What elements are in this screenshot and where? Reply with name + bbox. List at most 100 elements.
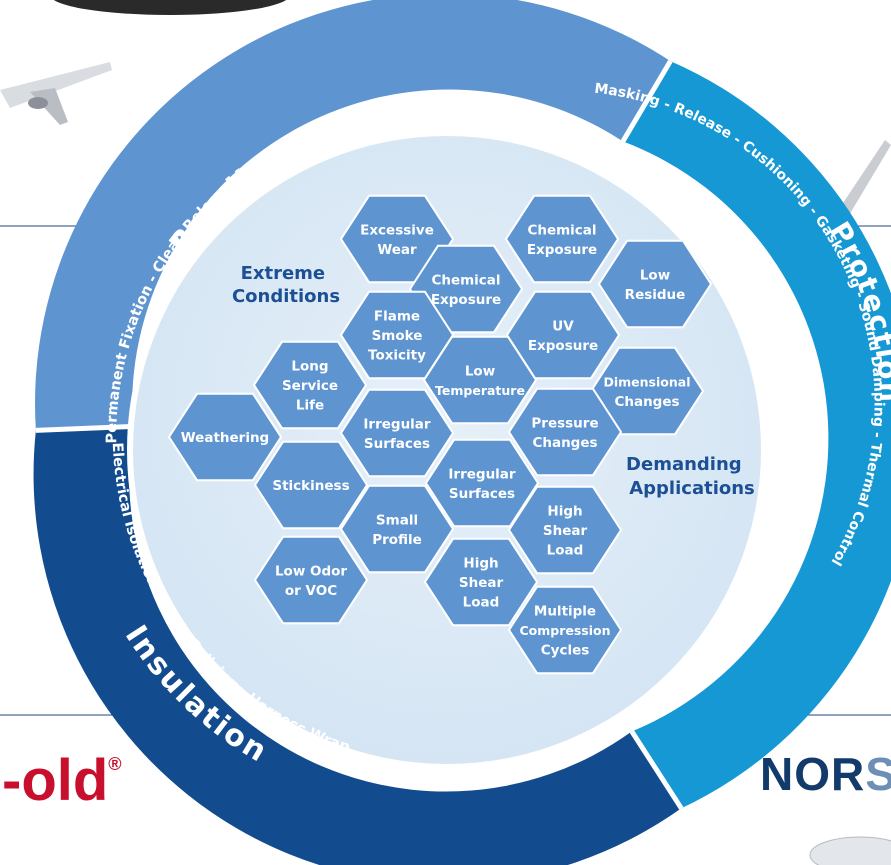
hexagon-label-line: Chemical — [431, 272, 500, 288]
hexagon-label: UV Exposure — [528, 318, 598, 354]
insulation-segment — [33, 426, 682, 865]
hexagon-label-line: Residue — [625, 287, 686, 303]
hexagon-label-line: Exposure — [528, 338, 598, 354]
hexagon-low-odor-voc: Low Odor or VOC — [253, 535, 369, 625]
hexagon-label: Weathering — [181, 430, 269, 446]
hexagon-label-line: Excessive — [360, 222, 434, 238]
hexagon-label-line: Temperature — [435, 383, 525, 398]
hexagon-label-line: Small — [376, 512, 418, 528]
bonding-segment — [35, 0, 671, 431]
hexagon-label-line: Flame — [374, 309, 420, 325]
hexagon-shape — [422, 335, 538, 425]
hexagon-label-line: Changes — [532, 435, 597, 451]
protection-segment — [622, 61, 891, 809]
hexagon-shape — [339, 388, 455, 478]
hexagon-shape — [167, 392, 283, 482]
tire-image — [53, 0, 287, 15]
hexagon-label-line: or VOC — [285, 583, 337, 599]
hexagon-label-line: Chemical — [527, 222, 596, 238]
hexagon-label-line: Service — [282, 378, 338, 394]
hexagon-label-line: Smoke — [372, 328, 423, 344]
hexagon-shape — [504, 194, 620, 284]
hexagon-shape — [253, 440, 369, 530]
hexagon-shape — [505, 290, 621, 380]
hexagon-label-line: Multiple — [534, 604, 596, 620]
hexagon-shape — [252, 340, 368, 430]
extreme-conditions-label: Extreme Conditions — [232, 263, 340, 307]
hexagon-shape — [597, 239, 713, 329]
hexagon-label-line: High — [463, 556, 498, 572]
right-logo-text: NORS — [760, 748, 891, 800]
demanding-applications-label: Demanding Applications — [626, 454, 755, 499]
hexagon-label-line: Life — [296, 398, 324, 414]
airplane-image — [0, 62, 112, 125]
hexagon-label-line: Surfaces — [449, 486, 515, 502]
hexagon-shape — [253, 535, 369, 625]
hexagon-label-line: Load — [547, 543, 584, 559]
hexagon-shape — [339, 484, 455, 574]
hexagon-label: Stickiness — [272, 478, 349, 494]
hexagon-label-line: Pressure — [531, 415, 598, 431]
hexagon-label: Low Odor or VOC — [275, 563, 347, 599]
hexagon-label-line: Shear — [459, 575, 504, 591]
hexagon-label-line: Exposure — [431, 292, 501, 308]
hexagon-label-line: Low — [465, 363, 495, 379]
hexagon-label-line: Stickiness — [272, 478, 349, 494]
hexagon-label-line: Long — [291, 359, 328, 375]
hexagon-label-line: Shear — [543, 523, 588, 539]
hexagon-label-line: Load — [463, 595, 500, 611]
tool-image — [835, 140, 891, 222]
hexagon-label-line: Cycles — [541, 643, 590, 659]
hexagon-label-line: Surfaces — [364, 436, 430, 452]
part-image — [809, 836, 891, 865]
hexagon-label-line: Profile — [372, 532, 422, 548]
hexagon-shape — [507, 485, 623, 575]
hexagon-label-line: Toxicity — [368, 348, 426, 364]
hexagon-label-line: Dimensional — [604, 374, 691, 389]
hexagon-label-line: Exposure — [527, 242, 597, 258]
hexagon-label-line: Low — [640, 267, 670, 283]
hexagon-label-line: Weathering — [181, 430, 269, 446]
hexagon-label-line: Changes — [614, 394, 679, 410]
hexagon-shape — [424, 438, 540, 528]
hexagon-uv-exposure: UV Exposure — [505, 290, 621, 380]
hexagon-stickiness: Stickiness — [253, 440, 369, 530]
hexagon-shape — [507, 585, 623, 675]
hexagon-label-line: Compression — [519, 623, 610, 638]
hexagon-label-line: UV — [552, 318, 574, 334]
hexagon-label-line: Irregular — [363, 416, 431, 432]
left-logo-text: -old® — [2, 748, 122, 813]
hexagon-weathering: Weathering — [167, 392, 283, 482]
hexagon-label-line: Low Odor — [275, 563, 347, 579]
